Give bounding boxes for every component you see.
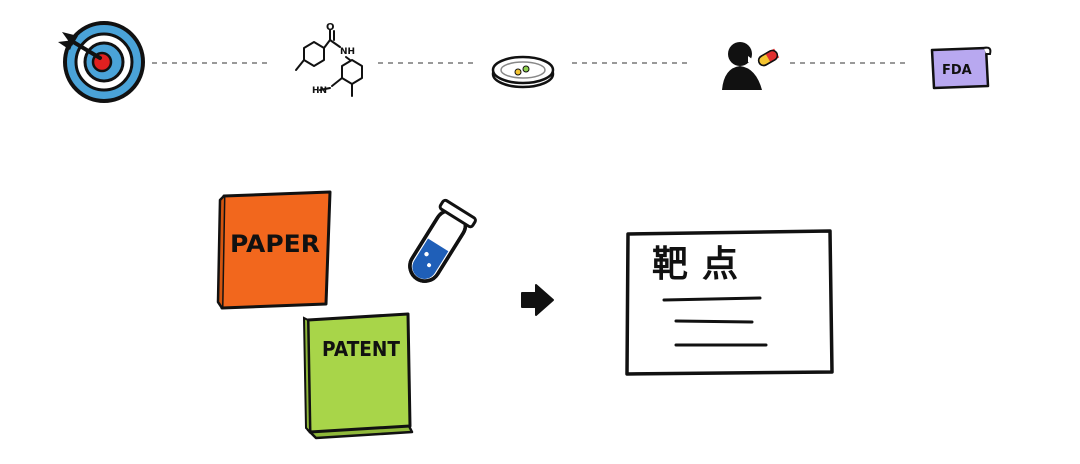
test-tube-icon <box>408 198 477 283</box>
arrow-right-icon <box>521 284 554 316</box>
patent-label: PATENT <box>322 337 400 361</box>
target-card-title: 靶点 <box>652 244 752 285</box>
target-icon <box>58 21 145 103</box>
svg-text:O: O <box>326 22 335 33</box>
molecule-icon: O <box>295 22 363 97</box>
molecule-hn-label: HN <box>312 86 327 96</box>
fda-label: FDA <box>942 63 972 78</box>
patent-book <box>302 312 414 440</box>
patient-pill-icon <box>722 42 780 90</box>
paper-label: PAPER <box>230 230 320 258</box>
paper-book <box>216 190 332 310</box>
target-card <box>625 229 834 376</box>
fda-document-icon <box>930 46 992 90</box>
petri-dish-icon <box>491 55 555 89</box>
molecule-nh-label: NH <box>340 47 355 57</box>
